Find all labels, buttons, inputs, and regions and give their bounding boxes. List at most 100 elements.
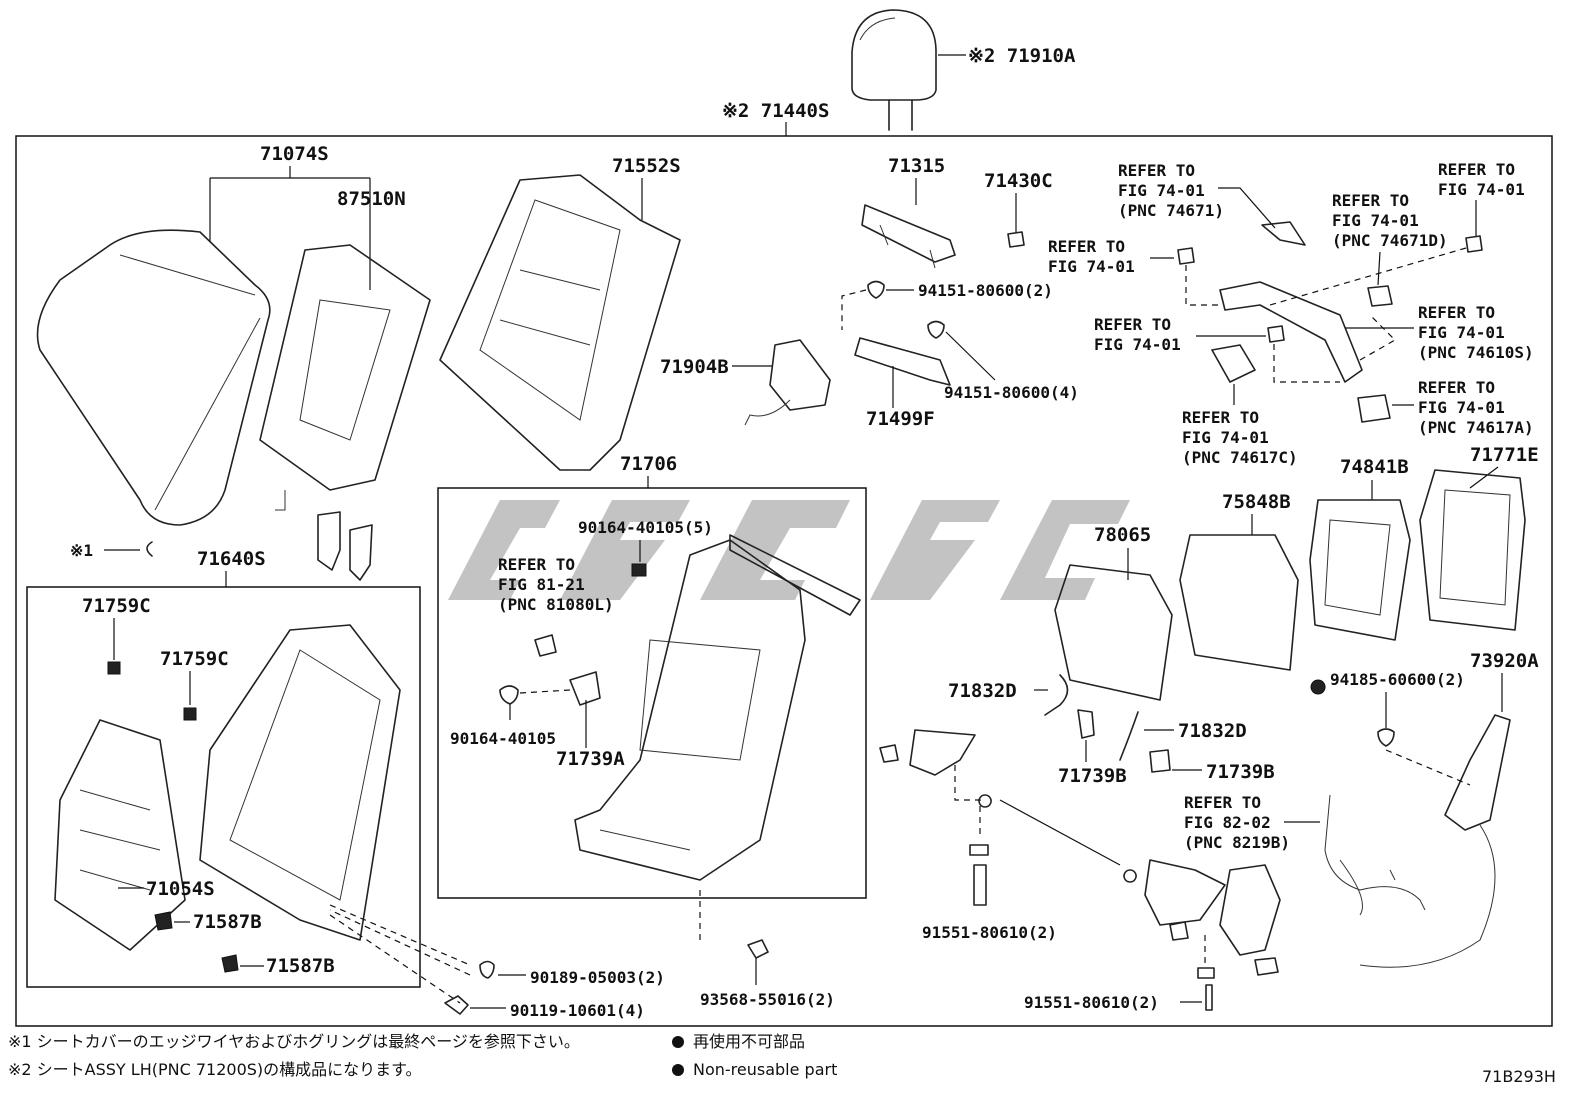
svg-text:(PNC 8219B): (PNC 8219B) [1184,833,1290,852]
armrest-frame-drawing [1219,281,1363,383]
svg-text:REFER TO: REFER TO [1418,378,1495,397]
refer-fig-82-02[interactable]: REFER TO FIG 82-02 (PNC 8219B) [1184,793,1290,852]
svg-text:(PNC 74617C): (PNC 74617C) [1182,448,1298,467]
label-clip-b-1: 71587B [193,911,262,933]
panel-74841-drawing [1309,499,1411,641]
label-board: 71706 [620,453,677,475]
label-screw-93568: 93568-55016(2) [700,990,835,1009]
svg-text:REFER TO: REFER TO [1094,315,1171,334]
back-board-78065-drawing [1054,564,1173,701]
seat-cover-drawing [36,229,271,526]
svg-text:FIG 74-01: FIG 74-01 [1438,180,1525,199]
airbag-drawing [1359,714,1511,968]
refer-fig-74-01-f[interactable]: REFER TO FIG 74-01 (PNC 74610S) [1418,303,1534,362]
bracket-drawing [861,204,956,269]
label-bolt-90119: 90119-10601(4) [510,1001,645,1020]
svg-text:FIG 74-01: FIG 74-01 [1118,181,1205,200]
seat-pad-drawing [439,174,681,471]
label-seatback-assy: ※2 71440S [722,100,829,122]
board-sub-boundary [437,487,867,899]
cover-71771-drawing [1419,469,1526,631]
assembly-boundary [15,135,1553,1027]
pad-75848-drawing [1179,534,1299,671]
label-airbag: 73920A [1470,650,1539,672]
label-pad: 71552S [612,155,681,177]
label-cover: 71074S [260,143,329,165]
label-cover-71771: 71771E [1470,444,1539,466]
label-pad-75848: 75848B [1222,491,1291,513]
label-headrest: ※2 71910A [968,45,1076,67]
legend-dot-en [672,1064,684,1076]
label-screw-90189: 90189-05003(2) [530,968,665,987]
svg-text:REFER TO: REFER TO [1438,160,1515,179]
label-hook-d-1: 71832D [948,680,1017,702]
label-hook-a: 71739A [556,748,625,770]
label-clip-c-1: 71759C [82,595,151,617]
label-heater: 87510N [337,188,406,210]
watermark-logo [448,500,1130,600]
label-panel-74841: 74841B [1340,456,1409,478]
footnote-2: ※2 シートASSY LH(PNC 71200S)の構成品になります。 [8,1060,422,1079]
recliner-drawing [879,729,976,776]
svg-text:REFER TO: REFER TO [1048,237,1125,256]
frame-drawing [199,624,401,941]
label-clip-b-2: 71587B [266,955,335,977]
label-bolt-91551-b: 91551-80610(2) [1024,993,1159,1012]
label-bolt-1: 90164-40105 [450,729,556,748]
label-clip-c-2: 71759C [160,648,229,670]
hook-parts-drawing [317,511,373,581]
svg-text:FIG 74-01: FIG 74-01 [1418,323,1505,342]
label-bolt-91551-a: 91551-80610(2) [922,923,1057,942]
back-board-drawing [574,534,861,881]
frame-sub-boundary [26,586,421,988]
svg-text:(PNC 81080L): (PNC 81080L) [498,595,614,614]
plate-drawing [854,337,951,386]
svg-text:FIG 74-01: FIG 74-01 [1332,211,1419,230]
label-nut-4: 94151-80600(4) [944,383,1079,402]
svg-text:FIG 74-01: FIG 74-01 [1094,335,1181,354]
label-plate: 71499F [866,408,935,430]
legend-en: Non-reusable part [693,1060,837,1079]
footnote-1: ※1 シートカバーのエッジワイヤおよびホグリングは最終ページを参照下さい。 [8,1032,580,1051]
label-hook-b-1: 71739B [1058,765,1127,787]
svg-text:REFER TO: REFER TO [498,555,575,574]
svg-text:FIG 74-01: FIG 74-01 [1182,428,1269,447]
svg-text:REFER TO: REFER TO [1118,161,1195,180]
legend-dot-jp [672,1036,684,1048]
label-clip-430: 71430C [984,170,1053,192]
svg-text:(PNC 74671): (PNC 74671) [1118,201,1224,220]
legend-jp: 再使用不可部品 [693,1032,805,1051]
label-board-78065: 78065 [1094,524,1151,546]
svg-text:(PNC 74617A): (PNC 74617A) [1418,418,1534,437]
recliner-motor-drawing [1219,864,1281,976]
label-nut-nonreuse: 94185-60600(2) [1330,670,1465,689]
svg-text:FIG 82-02: FIG 82-02 [1184,813,1271,832]
svg-text:(PNC 74610S): (PNC 74610S) [1418,343,1534,362]
lumbar-motor-drawing [744,339,831,426]
label-lumbar: 71904B [660,356,729,378]
label-bolt-5: 90164-40105(5) [578,518,713,537]
drawing-code: 71B293H [1482,1067,1556,1086]
svg-text:REFER TO: REFER TO [1182,408,1259,427]
svg-text:REFER TO: REFER TO [1418,303,1495,322]
refer-fig-74-01-e[interactable]: REFER TO FIG 74-01 [1094,315,1181,354]
recliner-right-drawing [1144,859,1226,941]
label-hook-b-2: 71739B [1206,761,1275,783]
label-frame-assy: 71640S [197,548,266,570]
refer-fig-81-21[interactable]: REFER TO FIG 81-21 (PNC 81080L) [498,555,614,614]
refer-fig-74-01-b[interactable]: REFER TO FIG 74-01 [1048,237,1135,276]
refer-fig-74-01-h[interactable]: REFER TO FIG 74-01 (PNC 74617C) [1182,408,1298,467]
label-marker-1: ※1 [70,541,93,560]
wire-harness-drawing [1324,794,1426,916]
heater-mat-drawing [259,244,431,511]
footnotes: ※1 シートカバーのエッジワイヤおよびホグリングは最終ページを参照下さい。 ※2… [8,1032,1556,1086]
label-nut-2: 94151-80600(2) [918,281,1053,300]
refer-fig-74-01-c[interactable]: REFER TO FIG 74-01 (PNC 74671D) [1332,191,1448,250]
refer-fig-74-01-d[interactable]: REFER TO FIG 74-01 [1438,160,1525,199]
label-bracket: 71315 [888,155,945,177]
svg-text:REFER TO: REFER TO [1184,793,1261,812]
spring-assembly-drawing [54,719,186,951]
refer-fig-74-01-g[interactable]: REFER TO FIG 74-01 (PNC 74617A) [1418,378,1534,437]
refer-fig-74-01-a[interactable]: REFER TO FIG 74-01 (PNC 74671) [1118,161,1224,220]
